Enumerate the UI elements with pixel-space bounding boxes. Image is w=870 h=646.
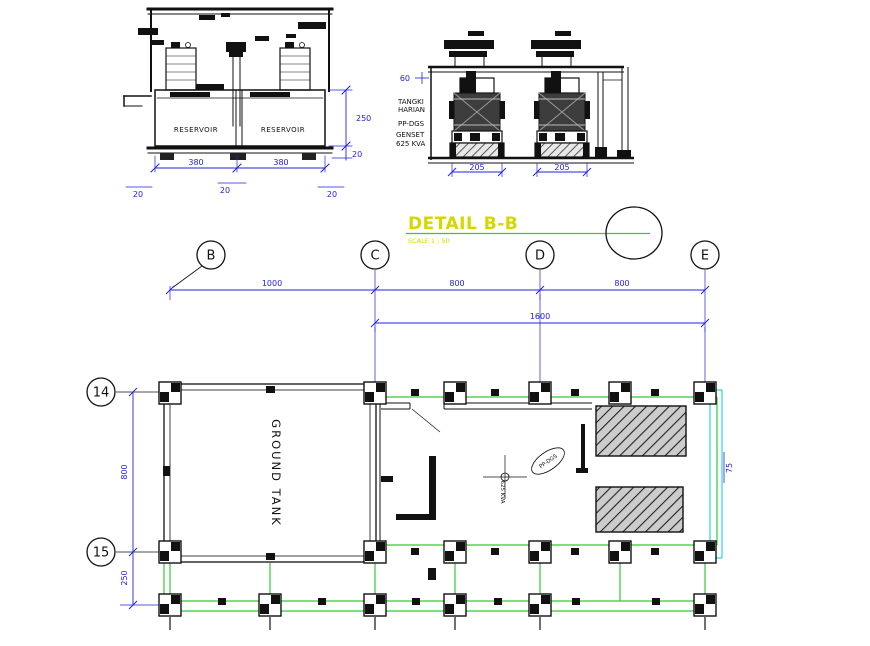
dim-span-bc: 1000 — [262, 279, 282, 288]
section-dimensions — [125, 85, 353, 188]
wall-marks — [163, 386, 660, 605]
detail-label-3: PP-DGS — [398, 120, 425, 128]
dim-250: 250 — [356, 114, 371, 123]
dim-right-offset: 75 — [725, 463, 734, 473]
grid-bubbles: B C D E 14 15 — [86, 240, 720, 567]
revision-circle — [605, 206, 663, 260]
dim-205-right: 205 — [554, 163, 569, 172]
center-mark — [483, 447, 565, 499]
genset-plan-2 — [595, 486, 684, 533]
drawing-scale: SCALE 1 : 50 — [408, 237, 450, 245]
dim-60: 60 — [400, 74, 410, 83]
grid-label-15: 15 — [93, 546, 110, 561]
dim-span-cd: 800 — [449, 279, 464, 288]
detail-label-1: TANGKI — [397, 98, 424, 106]
genset-section-drawing: TANGKI HARIAN PP-DGS GENSET 625 KVA 60 2… — [396, 31, 634, 177]
reservoir-label-right: RESERVOIR — [261, 126, 305, 134]
columns-row-15 — [158, 540, 717, 564]
drawing-title: DETAIL B-B — [408, 214, 518, 234]
genset-plan-1 — [595, 405, 687, 457]
columns-footing-row — [158, 593, 717, 617]
grid-bubble-15 — [86, 537, 116, 567]
interior-walls — [379, 397, 592, 545]
genset-unit-2 — [534, 71, 590, 158]
plan-dimensions: 1000 800 800 1600 800 250 75 — [120, 270, 734, 610]
grid-bubble-e — [690, 240, 720, 270]
dim-380-left: 380 — [188, 158, 203, 167]
grid-label-14: 14 — [93, 386, 110, 401]
grid-label-e: E — [701, 249, 709, 264]
reservoir-section-drawing: RESERVOIR RESERVOIR — [123, 7, 371, 199]
dim-offset-below-15: 250 — [120, 570, 129, 585]
grid-label-b: B — [207, 249, 216, 264]
dim-20-bottom-left: 20 — [133, 190, 143, 199]
grid-bubble-14 — [86, 377, 116, 407]
reservoir-tank: RESERVOIR RESERVOIR — [154, 89, 326, 147]
dim-205-left: 205 — [469, 163, 484, 172]
grid-label-d: D — [535, 249, 545, 264]
detail-title-block: DETAIL B-B SCALE 1 : 50 — [406, 206, 663, 260]
detail-dimensions — [415, 72, 592, 177]
dim-span-ce: 1600 — [530, 312, 550, 321]
grid-label-c: C — [370, 249, 379, 264]
dim-20-right: 20 — [352, 150, 362, 159]
tank-footings — [160, 153, 316, 160]
grid-bubble-c — [360, 240, 390, 270]
dim-20-bottom-mid: 20 — [220, 186, 230, 195]
dim-span-de: 800 — [614, 279, 629, 288]
ground-tank-label: GROUND TANK — [269, 419, 283, 527]
reservoir-label-left: RESERVOIR — [174, 126, 218, 134]
dim-height-14-15: 800 — [120, 464, 129, 479]
footing-ticks — [169, 617, 706, 630]
genset-unit-1 — [449, 71, 505, 158]
detail-label-4: GENSET — [396, 131, 425, 139]
mechanical-equipment — [138, 13, 326, 97]
ceiling-ducting — [444, 31, 581, 57]
floor-plan: GROUND TANK — [158, 381, 723, 630]
right-column — [595, 67, 631, 158]
columns-row-14 — [158, 381, 717, 405]
pump-vessel-right — [279, 42, 311, 91]
dim-380-right: 380 — [273, 158, 288, 167]
detail-label-2: HARIAN — [398, 106, 425, 114]
green-outline — [163, 396, 718, 612]
ground-tank: GROUND TANK — [163, 383, 377, 563]
detail-label-5: 625 KVA — [396, 140, 426, 148]
grid-bubble-b — [196, 240, 226, 270]
dim-20-bottom-right: 20 — [327, 190, 337, 199]
genset-tag2: 625 KVA — [499, 480, 505, 503]
grid-bubble-d — [525, 240, 555, 270]
